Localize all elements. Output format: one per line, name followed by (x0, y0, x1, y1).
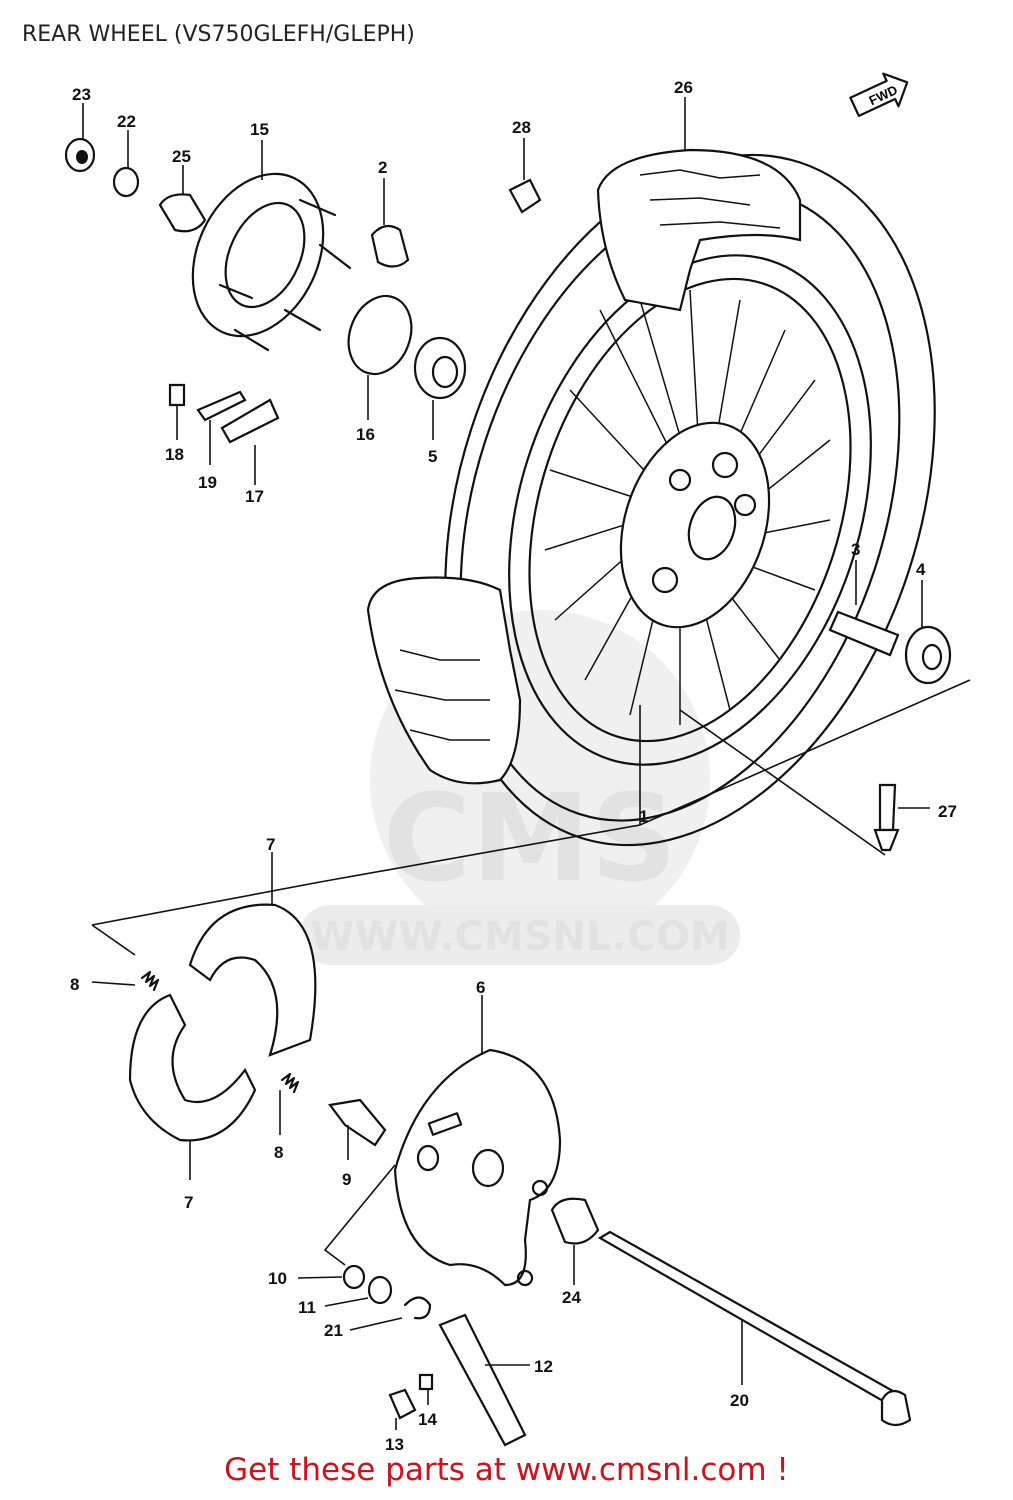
label-19: 19 (198, 473, 217, 492)
cms-watermark: CMS WWW.CMSNL.COM (300, 610, 740, 965)
label-23: 23 (72, 85, 91, 104)
page-title: REAR WHEEL (VS750GLEFH/GLEPH) (22, 22, 415, 47)
part-7-brake-shoe-upper (188, 852, 317, 1057)
part-9-brake-cam (328, 1098, 387, 1160)
part-24-spacer (550, 1197, 600, 1285)
label-18: 18 (165, 445, 184, 464)
label-25: 25 (172, 147, 191, 166)
part-6-brake-panel (393, 995, 562, 1287)
label-4: 4 (916, 560, 926, 579)
part-27-valve (873, 783, 900, 852)
label-7-upper: 7 (266, 835, 275, 854)
part-7-brake-shoe-lower (128, 993, 257, 1180)
label-9: 9 (342, 1170, 351, 1189)
part-8-spring-lower (279, 1072, 300, 1135)
part-12-brake-lever (438, 1313, 530, 1447)
part-15-brake-drum (191, 140, 352, 352)
part-17-lock-plate (220, 398, 280, 485)
part-18-bolt (168, 383, 186, 440)
part-16-o-ring (347, 294, 413, 420)
label-26: 26 (674, 78, 693, 97)
label-22: 22 (117, 112, 136, 131)
label-8-upper: 8 (70, 975, 79, 994)
part-3-spacer (828, 610, 900, 657)
watermark-logo: CMS (383, 770, 677, 909)
part-10-washer (297, 1264, 366, 1290)
part-11-seal (324, 1275, 393, 1307)
label-11: 11 (298, 1298, 316, 1317)
label-1: 1 (639, 807, 648, 826)
part-2-spacer (370, 178, 410, 268)
label-2: 2 (378, 158, 387, 177)
part-20-axle (597, 1230, 912, 1427)
part-labels: 1 2 3 4 5 6 7 7 8 8 9 10 11 12 13 14 15 … (70, 78, 957, 1454)
label-15: 15 (250, 120, 269, 139)
part-22-seal (112, 130, 140, 198)
label-8-lower: 8 (274, 1143, 283, 1162)
label-3: 3 (851, 540, 860, 559)
label-14: 14 (418, 1410, 437, 1429)
part-8-spring-upper (91, 970, 160, 992)
part-5-bearing (413, 336, 467, 440)
watermark-url: WWW.CMSNL.COM (310, 914, 730, 960)
label-6: 6 (476, 978, 485, 997)
fwd-arrow-icon: FWD (849, 72, 909, 117)
label-24: 24 (562, 1288, 581, 1307)
label-16: 16 (356, 425, 375, 444)
label-27: 27 (938, 802, 957, 821)
leader-lines (91, 97, 971, 1266)
label-12: 12 (534, 1357, 553, 1376)
label-7-lower: 7 (184, 1193, 193, 1212)
part-19-lock-washer (196, 390, 247, 465)
label-10: 10 (268, 1269, 287, 1288)
part-21-spring (349, 1296, 432, 1331)
label-21: 21 (324, 1321, 343, 1340)
label-20: 20 (730, 1391, 749, 1410)
label-17: 17 (245, 487, 264, 506)
part-23-washer (64, 103, 96, 173)
part-13-bolt (388, 1388, 417, 1430)
label-5: 5 (428, 447, 437, 466)
footer-link-text[interactable]: Get these parts at www.cmsnl.com ! (224, 1452, 789, 1488)
part-4-bearing (904, 625, 952, 685)
label-28: 28 (512, 118, 531, 137)
part-14-nut (418, 1373, 434, 1405)
label-13: 13 (385, 1435, 404, 1454)
rear-wheel (366, 148, 936, 847)
part-25-spacer (158, 165, 207, 233)
part-28-clip (508, 138, 542, 214)
